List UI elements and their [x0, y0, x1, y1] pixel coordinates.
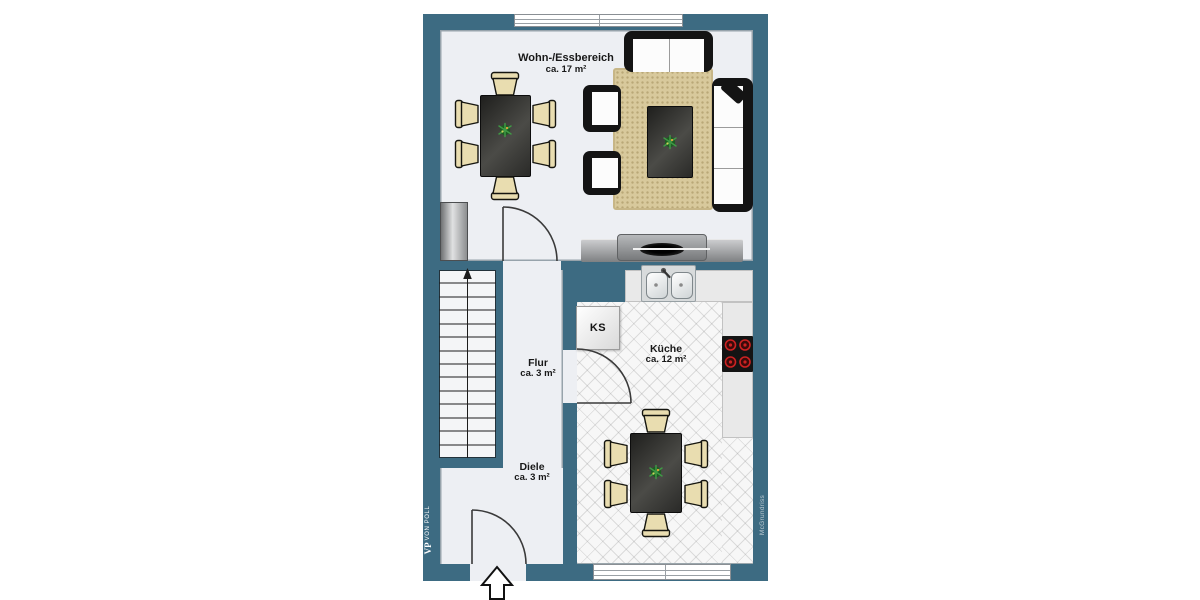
- sink-basin-left: [646, 272, 668, 299]
- rug: [613, 68, 713, 210]
- living-door-opening: [503, 261, 561, 270]
- cabinet: [440, 202, 468, 261]
- entrance-door-opening: [470, 564, 526, 581]
- label-diele: Diele ca. 3 m²: [514, 461, 550, 484]
- label-living-dining: Wohn-/Essbereich ca. 17 m²: [518, 52, 614, 75]
- watermark-von-poll: VP VON POLL: [423, 505, 433, 555]
- armchair-2: [583, 151, 621, 195]
- window-bottom: [593, 564, 731, 580]
- double-sink: [641, 265, 696, 302]
- armchair-1: [583, 85, 621, 132]
- kitchen-tiles-right: [722, 438, 753, 563]
- sofa-two-seater: [624, 31, 713, 72]
- sink-basin-right: [671, 272, 693, 299]
- staircase: [439, 270, 496, 458]
- sofa-three-seater: [712, 78, 753, 212]
- label-flur: Flur ca. 3 m²: [520, 357, 556, 380]
- window-top: [514, 14, 683, 27]
- kitchen-table: [630, 433, 682, 513]
- tv-stand-line: [633, 248, 710, 250]
- stove: [722, 336, 753, 372]
- fridge-label: KS: [589, 322, 607, 334]
- dining-table: [480, 95, 531, 177]
- kitchen-wall-block: [563, 261, 625, 302]
- watermark-mcgrundriss: McGrundriss: [758, 494, 766, 536]
- fridge: KS: [576, 306, 620, 350]
- label-kueche: Küche ca. 12 m²: [645, 343, 687, 366]
- coffee-table: [647, 106, 693, 178]
- kitchen-door-opening: [563, 350, 577, 403]
